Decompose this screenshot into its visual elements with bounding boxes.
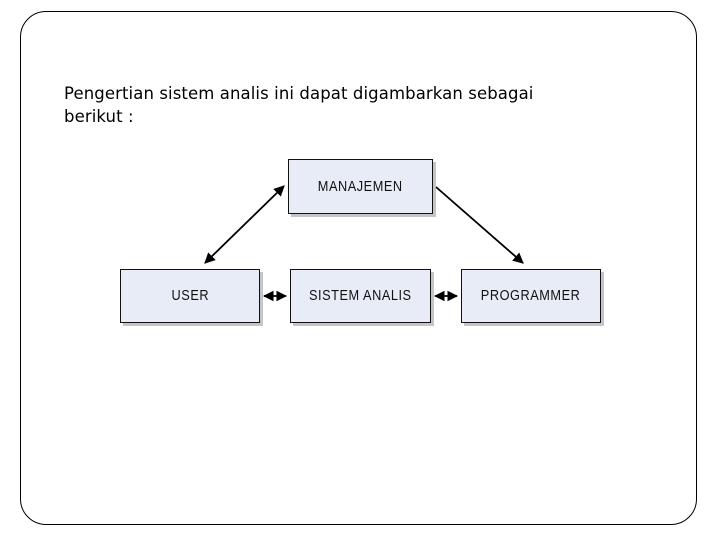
connector-manajemen-user — [204, 185, 285, 264]
diagram-node-label: MANAJEMEN — [318, 178, 403, 195]
diagram-node-label: SISTEM ANALIS — [309, 288, 412, 304]
diagram-node-user[interactable]: USER — [120, 269, 260, 323]
diagram-node-label: USER — [171, 288, 209, 304]
connector-manajemen-programmer — [435, 186, 524, 264]
diagram-node-programmer[interactable]: PROGRAMMER — [461, 269, 601, 323]
diagram-node-label: PROGRAMMER — [481, 288, 581, 304]
diagram-node-sistem-analis[interactable]: SISTEM ANALIS — [290, 269, 431, 323]
page-title: Pengertian sistem analis ini dapat digam… — [64, 84, 534, 126]
diagram-node-manajemen[interactable]: MANAJEMEN — [288, 159, 433, 214]
